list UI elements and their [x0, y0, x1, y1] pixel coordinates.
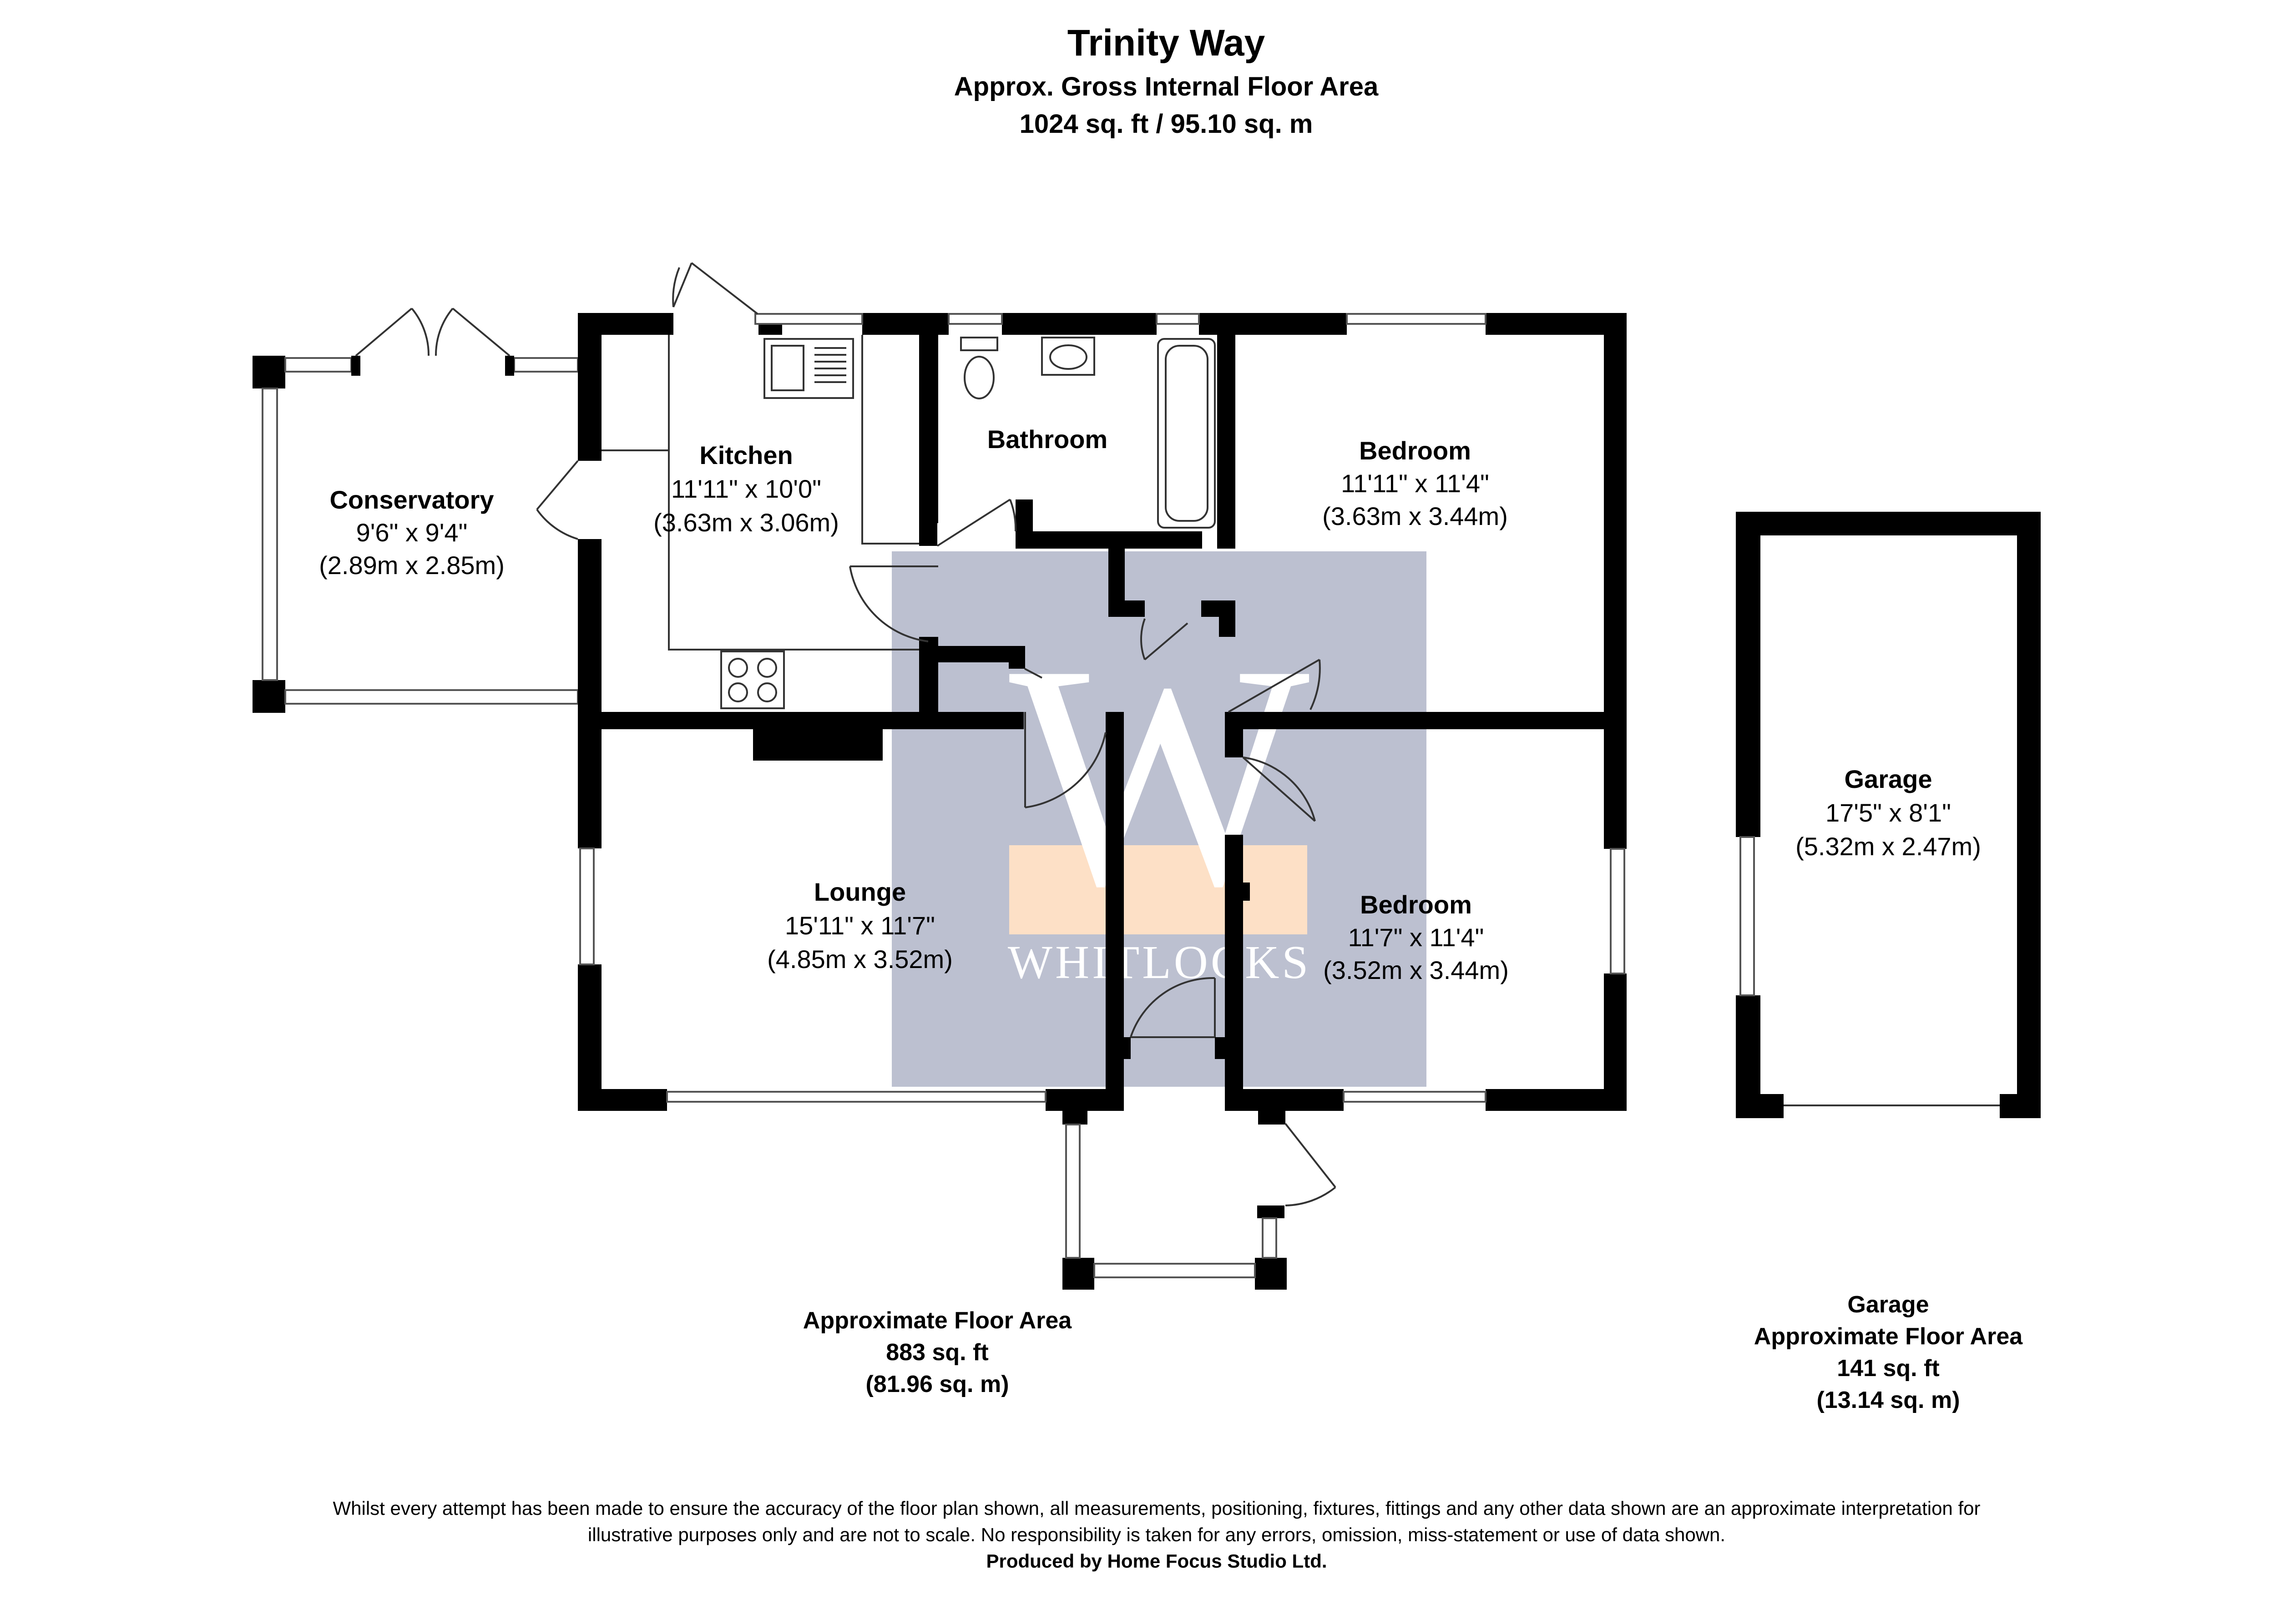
bath-icon [1157, 338, 1216, 529]
plan-subtitle: Approx. Gross Internal Floor Area [954, 72, 1379, 101]
watermark-accent-bar [1009, 845, 1307, 934]
basin-icon [1041, 337, 1095, 376]
room-dims-conservatory: 9'6" x 9'4" [356, 518, 468, 547]
disclaimer-credit: Produced by Home Focus Studio Ltd. [986, 1550, 1327, 1572]
door-icon [536, 460, 579, 540]
room-dims-kitchen: 11'11" x 10'0" [671, 474, 821, 503]
main-area-metric: (81.96 sq. m) [865, 1371, 1009, 1397]
window [284, 357, 352, 373]
french-doors-icon [355, 308, 511, 357]
door-icon [849, 565, 938, 642]
room-label-garage: Garage [1845, 765, 1932, 793]
window [948, 313, 1003, 325]
window [284, 689, 579, 705]
toilet-icon [960, 337, 998, 399]
room-dims-lounge: 15'11" x 11'7" [785, 911, 935, 940]
window [1610, 848, 1625, 974]
door-swings [536, 262, 1321, 1038]
garage-structure [1736, 512, 2041, 1118]
room-dims-garage: 17'5" x 8'1" [1825, 798, 1951, 827]
whitlocks-watermark: W WHITLOCKS [892, 551, 1426, 1087]
room-dims-metric-lounge: (4.85m x 3.52m) [767, 945, 953, 973]
window [666, 1091, 1046, 1103]
porch-structure [1062, 1111, 1336, 1290]
door-icon [936, 499, 1017, 547]
plan-total-area: 1024 sq. ft / 95.10 sq. m [1020, 109, 1313, 139]
room-dims-metric-kitchen: (3.63m x 3.06m) [653, 508, 839, 537]
garage-area-metric: (13.14 sq. m) [1816, 1387, 1960, 1413]
room-dims-bedroom-1: 11'11" x 11'4" [1341, 469, 1489, 498]
window [579, 847, 595, 965]
sink-icon [763, 338, 854, 399]
door-icon [672, 262, 758, 315]
window [754, 313, 863, 325]
kitchen-fixtures [602, 335, 919, 709]
door-icon [1242, 757, 1316, 822]
room-label-bathroom: Bathroom [987, 425, 1107, 454]
room-label-conservatory: Conservatory [329, 485, 494, 514]
chimney-breast [753, 728, 883, 761]
bathroom-fixtures [960, 337, 1216, 529]
main-area-label: Approximate Floor Area [803, 1307, 1072, 1334]
garage-area-title: Garage [1847, 1291, 1929, 1318]
room-dims-metric-garage: (5.32m x 2.47m) [1795, 832, 1981, 861]
main-area-imperial: 883 sq. ft [886, 1339, 988, 1366]
room-label-bedroom-1: Bedroom [1359, 436, 1471, 465]
plan-title: Trinity Way [1067, 22, 1265, 64]
window [1156, 313, 1200, 325]
watermark-text: WHITLOCKS [1008, 936, 1311, 989]
room-label-kitchen: Kitchen [699, 441, 793, 469]
room-dims-bedroom-2: 11'7" x 11'4" [1348, 923, 1484, 952]
door-icon [1228, 659, 1321, 713]
garage-area-imperial: 141 sq. ft [1837, 1355, 1939, 1382]
window [1343, 1091, 1486, 1103]
door-icon [1284, 1123, 1336, 1206]
door-icon [1024, 668, 1107, 808]
room-dims-metric-conservatory: (2.89m x 2.85m) [319, 551, 505, 580]
window [1065, 1124, 1081, 1259]
conservatory-structure [253, 308, 579, 713]
door-icon [1140, 618, 1188, 661]
room-label-lounge: Lounge [814, 878, 906, 906]
window [1093, 1263, 1256, 1278]
disclaimer-line-2: illustrative purposes only and are not t… [588, 1524, 1725, 1545]
garage-area-label: Approximate Floor Area [1754, 1323, 2023, 1350]
watermark-letter: W [1009, 599, 1313, 952]
window [1346, 313, 1486, 325]
window [513, 357, 579, 373]
disclaimer-line-1: Whilst every attempt has been made to en… [333, 1498, 1981, 1519]
room-label-bedroom-2: Bedroom [1360, 890, 1472, 919]
door-icon [1130, 977, 1216, 1038]
window [1262, 1217, 1277, 1259]
room-dims-metric-bedroom-1: (3.63m x 3.44m) [1322, 502, 1508, 530]
hob-icon [720, 651, 785, 709]
window [1739, 836, 1755, 996]
room-dims-metric-bedroom-2: (3.52m x 3.44m) [1323, 956, 1509, 984]
window [262, 388, 278, 681]
house-walls [578, 313, 1627, 1111]
